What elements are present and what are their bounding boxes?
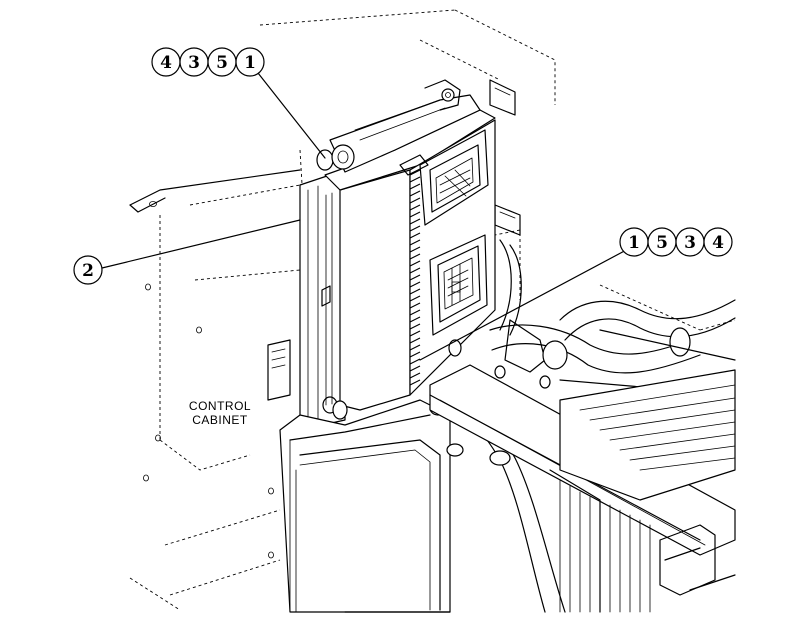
- ecm-heatsink-fins: [409, 169, 421, 386]
- callout-number: 3: [188, 53, 200, 73]
- callout-number: 1: [244, 53, 256, 73]
- callout-circle: [73, 255, 103, 285]
- leader-line-left: [101, 219, 301, 269]
- callout-circle: [703, 227, 733, 257]
- cable-harness: [429, 239, 736, 613]
- leader-line-right: [419, 247, 631, 361]
- callout-right: 1 5 3 4: [619, 227, 733, 257]
- callout-left: 2: [73, 255, 103, 285]
- callout-circle: [235, 47, 265, 77]
- callout-top: 4 3 5 1: [151, 47, 265, 77]
- ecm-connector-lower: [429, 234, 488, 336]
- callout-number: 5: [656, 233, 668, 253]
- callout-number: 1: [628, 233, 640, 253]
- cabinet-background: [129, 9, 736, 611]
- heatsink-block: [549, 369, 736, 613]
- ecm-connector-upper: [399, 129, 489, 226]
- control-cabinet-label: CONTROL CABINET: [189, 399, 251, 427]
- callout-number: 3: [684, 233, 696, 253]
- mounting-bracket: [129, 169, 301, 559]
- control-cabinet-label-line1: CONTROL: [189, 399, 251, 413]
- callout-number: 2: [82, 261, 94, 281]
- callout-number: 4: [160, 53, 172, 73]
- callout-number: 4: [712, 233, 724, 253]
- leader-lines: [101, 72, 631, 361]
- leader-line-top: [257, 72, 326, 159]
- control-cabinet-label-line2: CABINET: [192, 413, 248, 427]
- control-cabinet-box: [279, 399, 451, 613]
- callout-number: 5: [216, 53, 228, 73]
